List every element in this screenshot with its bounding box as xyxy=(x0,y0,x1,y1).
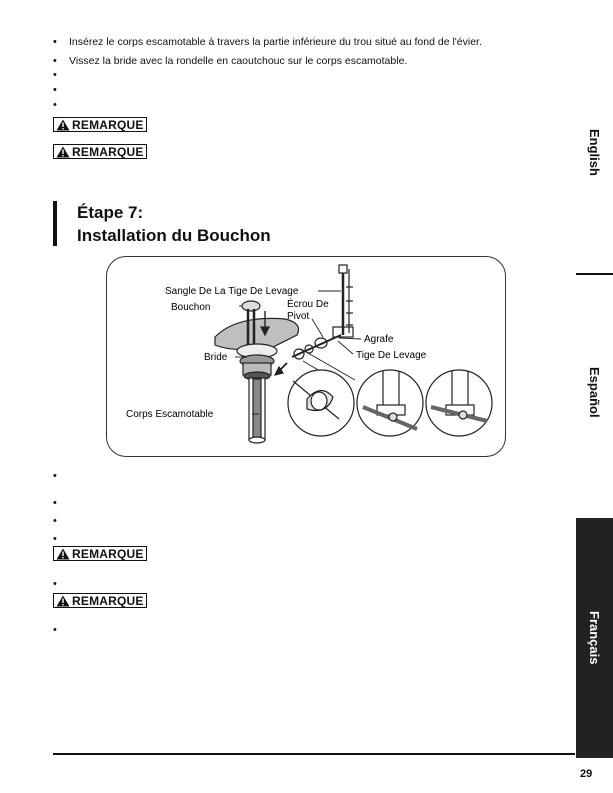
label-lift-rod: Tige De Levage xyxy=(356,350,427,361)
detail-circle xyxy=(425,369,493,437)
stopper-drawing xyxy=(214,300,300,444)
installation-diagram: Sangle De La Tige De Levage Bouchon Écro… xyxy=(106,256,506,457)
label-pop-up-body: Corps Escamotable xyxy=(126,409,214,420)
notice-badge: REMARQUE xyxy=(53,144,147,159)
label-pivot-nut-line1: Écrou De xyxy=(287,297,329,310)
notice-badge: REMARQUE xyxy=(53,546,147,561)
label-flange: Bride xyxy=(204,352,228,363)
step-subtitle: Installation du Bouchon xyxy=(77,226,271,245)
tab-english[interactable]: English xyxy=(587,128,602,176)
lift-rod-drawing xyxy=(291,264,354,360)
tab-francais[interactable]: Français xyxy=(576,518,613,758)
label-lift-rod-strap: Sangle De La Tige De Levage xyxy=(165,286,299,297)
warning-icon xyxy=(56,595,70,606)
diagram-illustration: Sangle De La Tige De Levage Bouchon Écro… xyxy=(126,264,493,444)
notice-badge: REMARQUE xyxy=(53,117,147,132)
step-heading-bar xyxy=(53,201,57,246)
label-stopper: Bouchon xyxy=(171,302,210,313)
warning-icon xyxy=(56,548,70,559)
page-number: 29 xyxy=(580,768,593,780)
detail-circle xyxy=(356,369,424,437)
warning-icon xyxy=(56,119,70,130)
tab-divider xyxy=(576,273,613,275)
notice-badge: REMARQUE xyxy=(53,593,147,608)
footer-divider xyxy=(53,753,575,755)
warning-icon xyxy=(56,146,70,157)
tab-espanol[interactable]: Español xyxy=(587,367,602,418)
label-clip: Agrafe xyxy=(364,334,394,345)
detail-circle xyxy=(287,369,355,437)
label-pivot-nut-line2: Pivot xyxy=(287,311,309,322)
step-title: Étape 7: xyxy=(77,203,144,222)
